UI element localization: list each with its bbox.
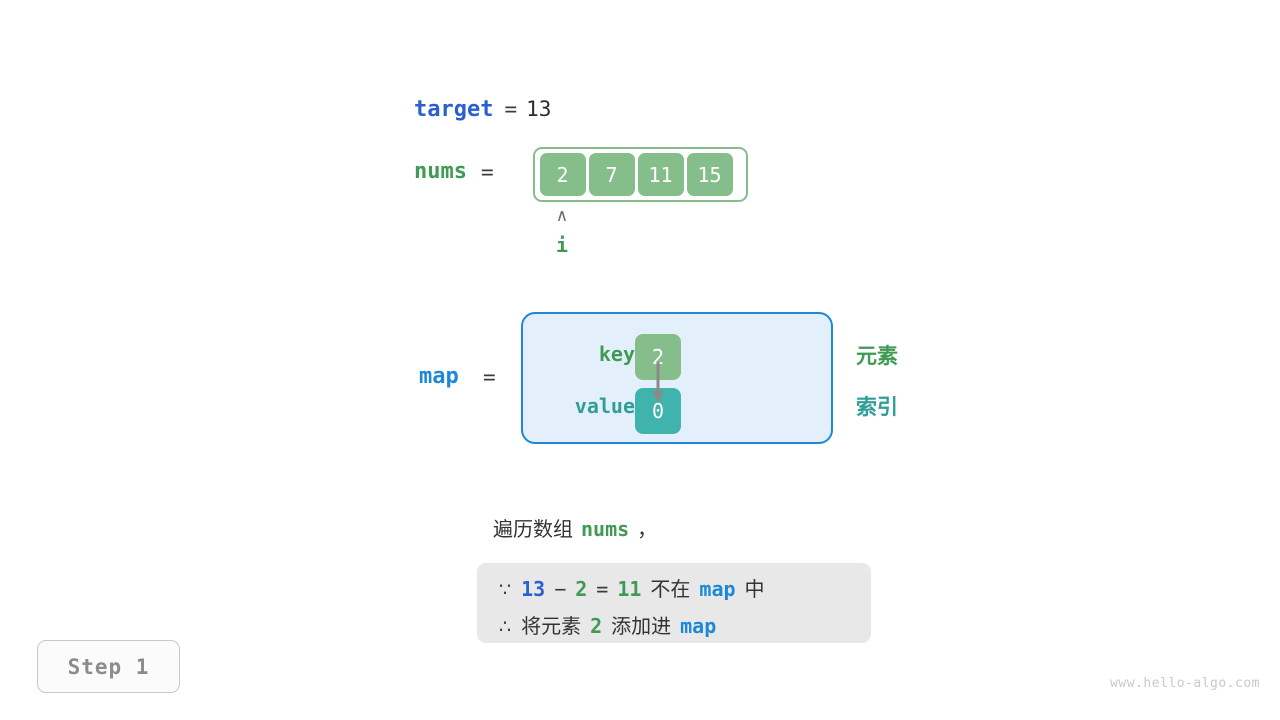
- array-cell: 15: [686, 153, 733, 196]
- target-variable-name: target: [414, 96, 494, 122]
- note-text-within: 中: [744, 577, 765, 601]
- note-added-value: 2: [590, 614, 603, 638]
- note-text-not-in: 不在: [650, 577, 691, 601]
- step-badge: Step 1: [37, 640, 180, 693]
- caption-keyword-nums: nums: [581, 517, 630, 541]
- caption-suffix: ，: [637, 517, 658, 541]
- array-cell: 2: [539, 153, 586, 196]
- note-line-because: ∵ 13 − 2 = 11 不在 map 中: [499, 573, 765, 602]
- note-minus-operator: −: [554, 577, 567, 601]
- caption-text: 遍历数组 nums ，: [493, 513, 657, 542]
- array-cell: 7: [588, 153, 635, 196]
- map-value-row: value 0: [523, 378, 831, 434]
- explanation-note-box: ∵ 13 − 2 = 11 不在 map 中 ∴ 将元素 2 添加进 map: [477, 563, 871, 643]
- target-variable-row: target = 13: [414, 93, 551, 125]
- note-target-value: 13: [521, 577, 546, 601]
- note-map-keyword: map: [699, 577, 736, 601]
- index-pointer-caret-icon: ∧: [555, 206, 569, 226]
- note-complement-value: 11: [617, 577, 642, 601]
- therefore-symbol-icon: ∴: [499, 616, 512, 638]
- array-cell: 11: [637, 153, 684, 196]
- index-pointer-label: i: [555, 233, 569, 257]
- footer-watermark: www.hello-algo.com: [1110, 676, 1260, 691]
- note-equals-operator: =: [596, 577, 609, 601]
- nums-variable-name: nums: [414, 159, 467, 184]
- target-equals-sign: =: [504, 97, 518, 121]
- nums-equals-sign: =: [481, 160, 494, 184]
- caption-prefix: 遍历数组: [493, 517, 573, 541]
- map-key-row: key 2: [523, 326, 831, 380]
- note-text-add-element: 将元素: [521, 614, 582, 638]
- map-value-label: value: [574, 394, 635, 418]
- key-to-value-arrow-icon: [652, 362, 664, 403]
- map-variable-name: map: [419, 364, 459, 389]
- note-text-insert-into: 添加进: [611, 614, 672, 638]
- map-key-label: key: [598, 342, 635, 366]
- annotation-element: 元素: [856, 344, 898, 368]
- target-value: 13: [526, 97, 552, 121]
- note-current-element: 2: [575, 577, 588, 601]
- map-equals-sign: =: [483, 365, 496, 389]
- annotation-index: 索引: [856, 395, 898, 419]
- nums-array-container: 2 7 11 15: [533, 147, 748, 202]
- note-map-keyword: map: [680, 614, 717, 638]
- because-symbol-icon: ∵: [499, 579, 512, 601]
- note-line-therefore: ∴ 将元素 2 添加进 map: [499, 610, 716, 639]
- map-container: key 2 value 0: [521, 312, 833, 444]
